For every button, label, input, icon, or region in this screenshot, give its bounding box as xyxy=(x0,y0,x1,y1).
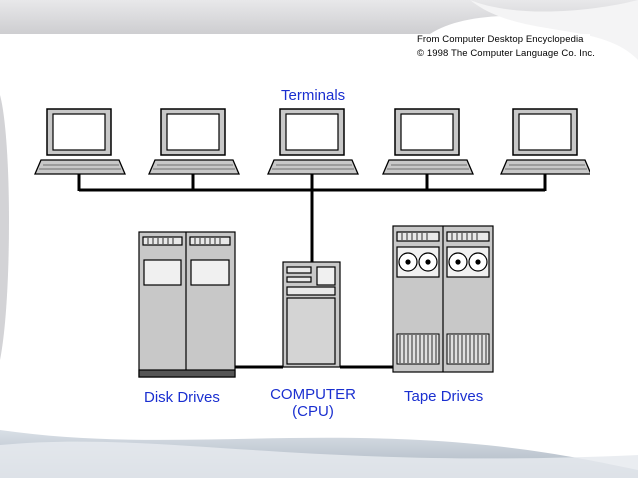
network-diagram xyxy=(34,108,590,378)
bottom-swoosh-highlight xyxy=(0,441,638,478)
credit-copyright: © 1998 The Computer Language Co. Inc. xyxy=(417,48,595,59)
computer-label: COMPUTER (CPU) xyxy=(263,386,363,420)
terminal-icon-4 xyxy=(382,108,474,175)
computer-label-line1: COMPUTER xyxy=(270,386,356,403)
diagram-panel: From Computer Desktop Encyclopedia © 199… xyxy=(27,34,595,427)
left-swoosh xyxy=(0,95,9,360)
credit-source: From Computer Desktop Encyclopedia xyxy=(417,34,584,45)
terminal-icon-1 xyxy=(34,108,126,175)
terminal-icon-3 xyxy=(267,108,359,175)
terminal-icon-2 xyxy=(148,108,240,175)
cpu-icon xyxy=(282,261,341,368)
top-swoosh xyxy=(0,0,638,40)
terminals-group xyxy=(34,108,590,175)
tape-drives-icon xyxy=(392,225,494,373)
tape-drives-label: Tape Drives xyxy=(404,388,484,405)
terminal-icon-5 xyxy=(500,108,590,175)
disk-drives-label: Disk Drives xyxy=(144,389,220,406)
connection-lines xyxy=(77,174,547,369)
top-swoosh-highlight xyxy=(470,0,638,60)
computer-label-line2: (CPU) xyxy=(292,403,334,420)
terminals-label: Terminals xyxy=(281,87,346,104)
disk-drives-icon xyxy=(138,231,236,378)
